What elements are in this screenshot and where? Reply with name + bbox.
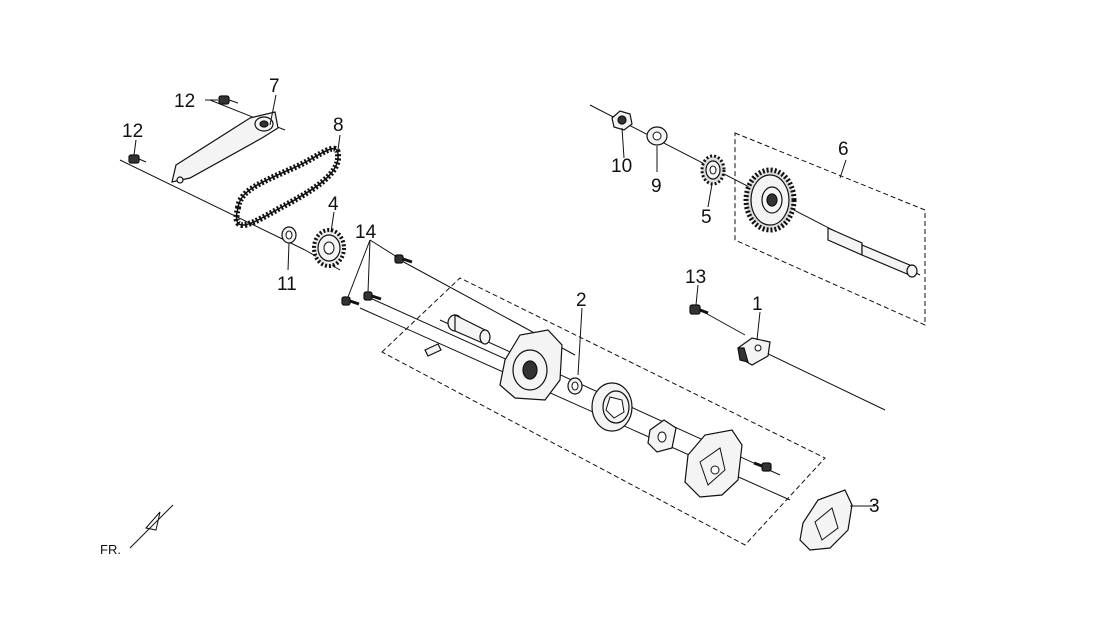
group-box-gear-shaft [734,132,926,326]
pump-shaft [447,314,491,345]
gasket-3 [799,489,853,551]
callout-9: 9 [651,176,662,197]
front-direction-indicator: FR. [100,504,174,557]
callout-5: 5 [701,207,712,228]
bolt-12-lower [128,154,147,164]
chain-guide-plate [171,111,279,184]
callout-labels: 1 2 3 4 5 6 7 8 9 10 11 12 12 13 14 [122,76,880,517]
callout-8: 8 [333,115,344,136]
callout-12-upper: 12 [174,91,195,112]
bolt-13 [689,304,709,315]
screw-14-a [394,254,413,264]
screw-14-c [341,296,360,306]
inner-rotor [647,419,677,453]
front-label: FR. [100,542,121,557]
callout-2: 2 [576,290,587,311]
callout-11: 11 [277,274,297,295]
cover-screw [753,461,772,472]
bracket-1 [737,337,771,366]
callout-4: 4 [328,194,339,215]
callout-6: 6 [838,139,849,160]
outer-rotor [591,382,633,432]
bolt-12-upper [218,95,239,105]
axis-lines [119,99,921,501]
callout-1: 1 [752,294,763,315]
callout-12-lower: 12 [122,121,143,142]
callout-7: 7 [269,76,280,97]
dowel-pin [424,343,442,357]
nut-10 [611,110,633,131]
screw-14-b [363,291,382,301]
gear-6 [743,167,797,233]
pump-cover [684,429,743,498]
pump-washer [567,377,583,395]
bearing-5 [700,154,726,186]
leader-lines [133,94,875,507]
washer-9 [646,126,668,146]
callout-10: 10 [611,156,632,177]
sprocket-4 [312,228,346,268]
callout-3: 3 [869,496,880,517]
group-box-oil-pump [381,277,826,546]
washer-11 [281,226,297,244]
callout-13: 13 [685,267,706,288]
callout-14: 14 [355,222,377,243]
pump-body [499,329,563,401]
shaft-6 [827,227,918,278]
drive-chain [233,145,342,228]
